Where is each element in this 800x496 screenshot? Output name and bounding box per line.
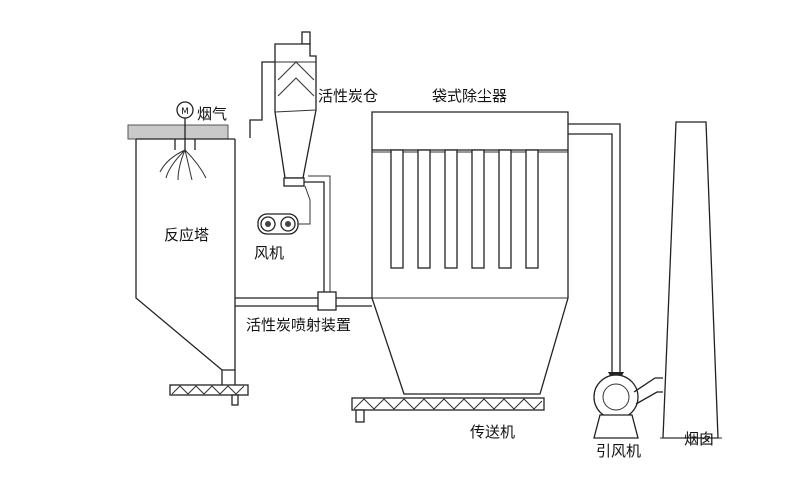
filter-bags: [390, 149, 539, 269]
inlet-duct: [127, 124, 229, 140]
fan-label: 风机: [254, 244, 284, 262]
chimney: [662, 121, 719, 439]
carbon-silo-label: 活性炭仓: [318, 87, 378, 105]
induced-fan-icon: [593, 374, 663, 439]
filter-bag: [471, 149, 485, 269]
motor-mark: M: [181, 107, 189, 117]
filter-bag: [444, 149, 458, 269]
reactor-tower: [135, 138, 236, 371]
conveyor-label: 传送机: [470, 423, 515, 441]
filter-bag: [498, 149, 512, 269]
filter-bag: [525, 149, 539, 269]
injection-device-label: 活性炭喷射装置: [246, 316, 351, 334]
baghouse-label: 袋式除尘器: [432, 87, 507, 105]
filter-bag: [390, 149, 404, 269]
filter-bag: [417, 149, 431, 269]
injection-device-icon: [317, 291, 337, 311]
induced-fan-label: 引风机: [596, 442, 641, 460]
flue-gas-inlet: [127, 117, 229, 181]
reactor-screw-conveyor: [169, 370, 249, 406]
reactor-label: 反应塔: [164, 226, 209, 244]
motor-icon: M: [176, 101, 194, 119]
connecting-duct: [235, 297, 372, 307]
blower-fan-icon: [257, 185, 311, 235]
carbon-feed-pipe: [304, 181, 325, 292]
carbon-silo: [249, 31, 317, 187]
flue-gas-label: 烟气: [197, 105, 227, 123]
outlet-duct: [568, 123, 624, 386]
spray-nozzle-icon: [159, 149, 207, 181]
chimney-label: 烟囱: [684, 430, 714, 448]
baghouse-screw-conveyor: [351, 397, 545, 423]
